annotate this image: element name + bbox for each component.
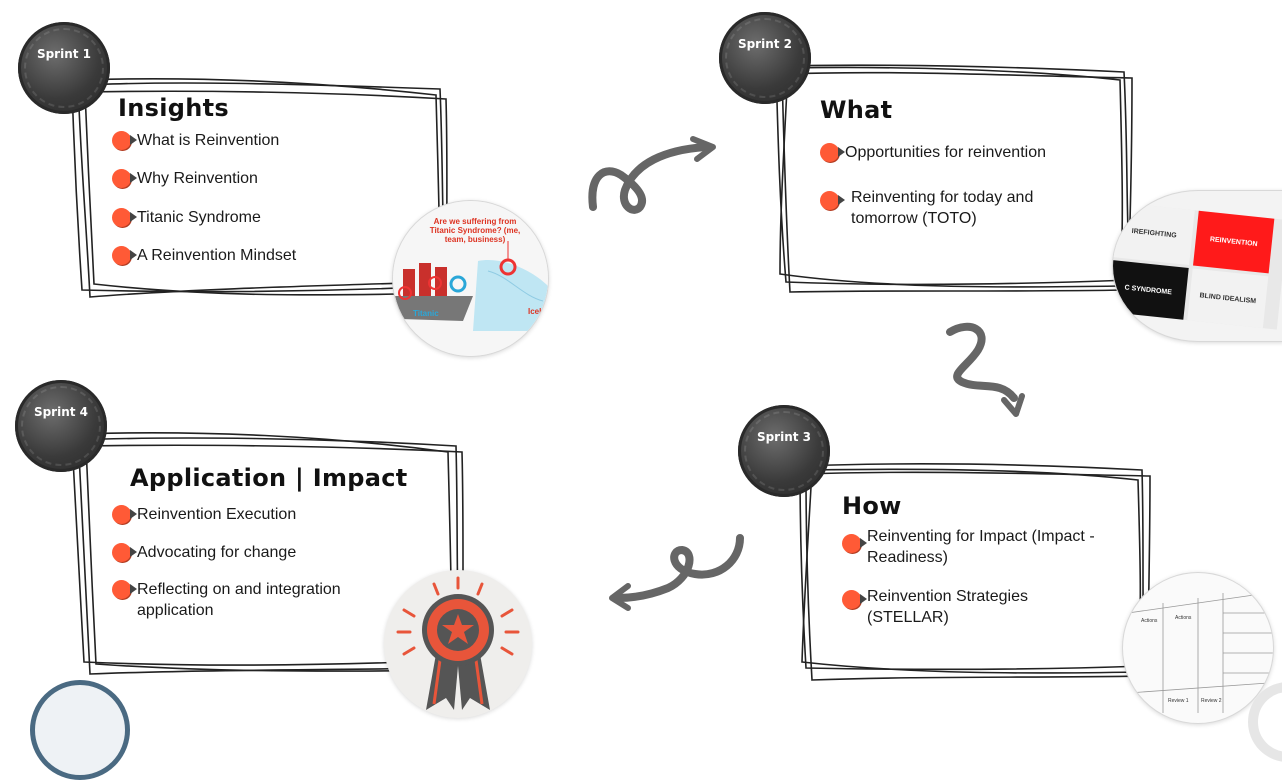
matrix-cell: REINVENTION <box>1193 210 1275 274</box>
topic-item: Reinventing for today and tomorrow (TOTO… <box>820 187 1090 229</box>
bullet-arrow-icon <box>112 580 137 599</box>
titanic-thumbnail: Are we suffering from Titanic Syndrome? … <box>392 200 549 357</box>
topic-item: A Reinvention Mindset <box>112 245 372 266</box>
sprint-badge-label: Sprint 3 <box>756 430 812 444</box>
topic-list: What is Reinvention Why Reinvention Tita… <box>112 130 372 283</box>
thumbnail-label: Iceb <box>528 307 545 316</box>
bullet-arrow-icon <box>112 169 137 188</box>
bullet-arrow-icon <box>112 505 137 524</box>
sprint-title: How <box>842 492 902 520</box>
award-badge-icon <box>396 576 520 710</box>
matrix-cell: IREFIGHTING <box>1113 202 1195 266</box>
matrix-cell: C SYNDROME <box>1113 260 1189 320</box>
sprint-title: Insights <box>118 94 229 122</box>
award-thumbnail <box>384 570 532 718</box>
topic-item: Reinventing for Impact (Impact - Readine… <box>842 526 1132 568</box>
sketch-arrow-icon <box>946 322 1025 417</box>
bullet-arrow-icon <box>112 246 137 265</box>
sprint-badge: Sprint 1 <box>18 22 110 114</box>
sprint-badge-label: Sprint 2 <box>737 37 793 51</box>
topic-item: Reinvention Execution <box>112 504 372 525</box>
canvas-label: Actions <box>1141 618 1158 624</box>
topic-item: Reinvention Strategies (STELLAR) <box>842 586 1062 628</box>
sprint-1-panel: Sprint 1 Insights What is Reinvention Wh… <box>0 0 549 357</box>
sprint-badge: Sprint 2 <box>719 12 811 104</box>
canvas-label: Review 2 <box>1201 698 1222 704</box>
sprint-2-panel: Sprint 2 What Opportunities for reinvent… <box>700 0 1140 300</box>
canvas-illustration <box>1127 592 1273 713</box>
topic-list: Opportunities for reinvention Reinventin… <box>820 142 1100 246</box>
sprint-badge: Sprint 4 <box>15 380 107 472</box>
titanic-illustration <box>393 201 548 356</box>
bullet-arrow-icon <box>842 590 867 609</box>
matrix-cell: BLIND IDEALISM <box>1187 268 1269 329</box>
thumbnail-heading: Are we suffering from Titanic Syndrome? … <box>429 217 521 244</box>
topic-list: Reinventing for Impact (Impact - Readine… <box>842 526 1142 645</box>
topic-item: Advocating for change <box>112 542 372 563</box>
sprint-badge-label: Sprint 4 <box>33 405 89 419</box>
sprint-4-panel: Sprint 4 Application | Impact Reinventio… <box>0 370 480 680</box>
topic-item: Why Reinvention <box>112 168 372 189</box>
canvas-label: Review 1 <box>1168 698 1189 704</box>
sketch-arrow-icon <box>588 136 716 214</box>
sprint-title: What <box>820 96 893 124</box>
topic-list: Reinvention Execution Advocating for cha… <box>112 504 372 638</box>
matrix-thumbnail: IREFIGHTING REINVENTION C SYNDROME BLIND… <box>1112 190 1282 342</box>
bullet-arrow-icon <box>820 191 845 210</box>
sprint-badge-label: Sprint 1 <box>36 47 92 61</box>
topic-item: Opportunities for reinvention <box>820 142 1100 163</box>
canvas-thumbnail: Actions Actions Review 1 Review 2 <box>1122 572 1274 724</box>
thumbnail-label: Titanic <box>413 309 439 318</box>
bullet-arrow-icon <box>112 131 137 150</box>
sketch-arrow-icon <box>609 534 744 611</box>
sprint-title: Application | Impact <box>130 464 408 492</box>
topic-item: Reflecting on and integration applicatio… <box>112 579 352 621</box>
sprint-badge: Sprint 3 <box>738 405 830 497</box>
topic-item: What is Reinvention <box>112 130 372 151</box>
canvas-label: Actions <box>1175 615 1192 621</box>
topic-item: Titanic Syndrome <box>112 207 372 228</box>
logo-fragment <box>30 680 130 780</box>
bullet-arrow-icon <box>112 543 137 562</box>
bullet-arrow-icon <box>842 534 867 553</box>
bullet-arrow-icon <box>820 143 845 162</box>
sprint-3-panel: Sprint 3 How Reinventing for Impact (Imp… <box>730 400 1160 690</box>
bullet-arrow-icon <box>112 208 137 227</box>
